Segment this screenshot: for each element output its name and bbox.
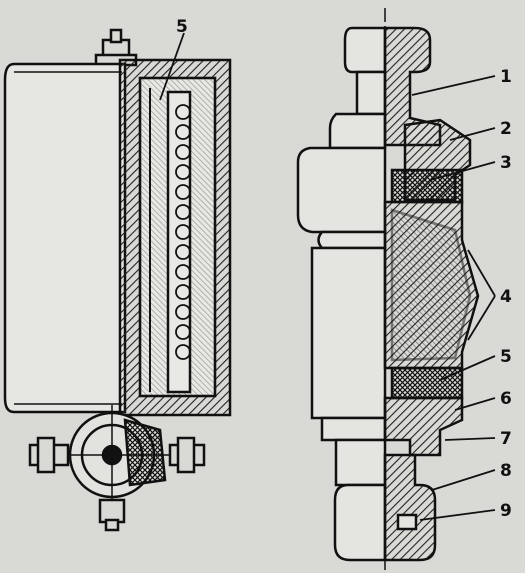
callout-9: 9 [500,501,512,521]
left-inner-tube [166,90,192,394]
right-exterior-outline [296,26,387,562]
part-8-9-lower-fitting [383,453,437,562]
callout-1: 1 [500,67,512,87]
callout-3: 3 [500,153,512,173]
left-coil-rings [175,104,191,360]
right-leader-lines [411,75,496,521]
callout-7: 7 [500,429,512,449]
callout-8: 8 [500,461,512,481]
part-6-7-lower-nut [383,396,464,457]
part-5-packing [390,366,464,400]
right-section-view [383,26,480,562]
callout-5: 5 [500,347,512,367]
callout-4: 4 [500,287,512,307]
callout-left-5: 5 [176,17,188,37]
part-3-ring [390,168,464,204]
left-side-bolts [28,436,206,532]
left-device [3,28,232,532]
left-bottom-wheel [60,405,200,510]
part-1-fitting [383,26,442,147]
right-callouts: 1 2 3 4 5 6 7 8 9 [500,67,512,521]
right-device [296,8,496,570]
callout-6: 6 [500,389,512,409]
callout-2: 2 [500,119,512,139]
left-cylinder-body [3,62,127,414]
